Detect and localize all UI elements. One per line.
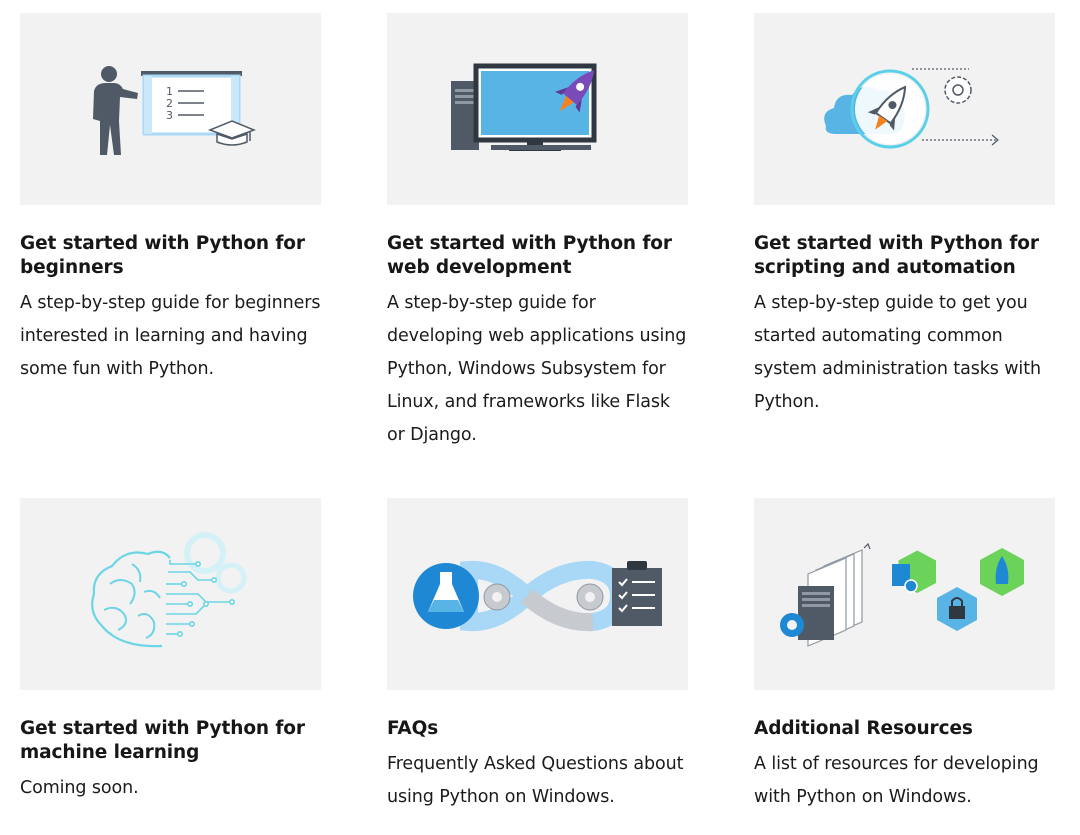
card-description: A step-by-step guide for beginners inter… xyxy=(20,293,321,379)
server-hexagons-icon xyxy=(780,542,1024,647)
card-title[interactable]: Get started with Python for scripting an… xyxy=(754,233,1039,278)
card-title[interactable]: FAQs xyxy=(387,718,439,739)
card-python-web-development: Get started with Python for web developm… xyxy=(387,13,688,445)
card-thumbnail[interactable] xyxy=(754,13,1055,205)
svg-text:2: 2 xyxy=(166,97,173,110)
circuit-brain-icon xyxy=(91,532,247,648)
card-python-beginners: 1 2 3 Get started with Python for beginn… xyxy=(20,13,321,379)
card-thumbnail[interactable] xyxy=(387,498,688,690)
svg-text:3: 3 xyxy=(166,109,173,122)
card-python-faqs: FAQs Frequently Asked Questions about us… xyxy=(387,498,688,807)
presentation-teacher-icon: 1 2 3 xyxy=(93,66,257,155)
card-description: A list of resources for developing with … xyxy=(754,754,1039,807)
flask-gears-checklist-icon xyxy=(413,560,662,632)
card-python-scripting-automation: Get started with Python for scripting an… xyxy=(754,13,1055,412)
card-title[interactable]: Get started with Python for machine lear… xyxy=(20,718,305,763)
card-thumbnail[interactable] xyxy=(754,498,1055,690)
card-description: Frequently Asked Questions about using P… xyxy=(387,754,684,807)
card-title[interactable]: Get started with Python for beginners xyxy=(20,233,305,278)
card-python-machine-learning: Get started with Python for machine lear… xyxy=(20,498,321,798)
card-python-additional-resources: Additional Resources A list of resources… xyxy=(754,498,1055,807)
card-thumbnail[interactable]: 1 2 3 xyxy=(20,13,321,205)
desktop-rocket-icon xyxy=(451,63,597,151)
card-title[interactable]: Additional Resources xyxy=(754,718,973,739)
card-thumbnail[interactable] xyxy=(20,498,321,690)
card-description: A step-by-step guide for developing web … xyxy=(387,293,687,445)
card-thumbnail[interactable] xyxy=(387,13,688,205)
card-description: A step-by-step guide to get you started … xyxy=(754,293,1041,412)
svg-text:1: 1 xyxy=(166,85,173,98)
card-title[interactable]: Get started with Python for web developm… xyxy=(387,233,672,278)
card-description: Coming soon. xyxy=(20,778,139,798)
cloud-rocket-automation-icon xyxy=(824,68,999,149)
